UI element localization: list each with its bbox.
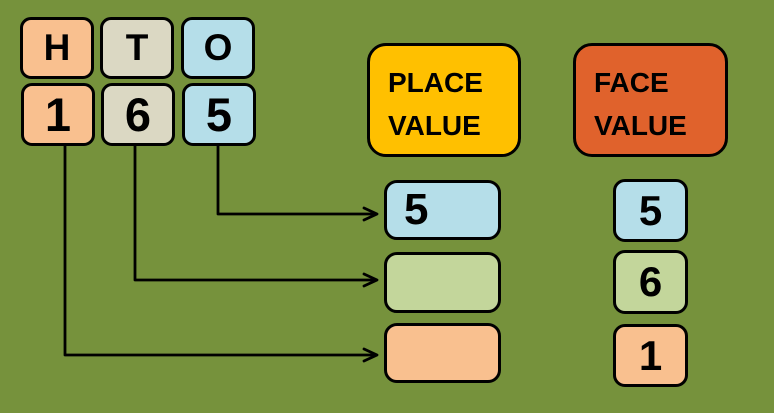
place-value-ones-label: 5 [404,185,429,234]
face-value-hundreds-label: 1 [638,331,663,379]
face-value-ones-label: 5 [638,186,663,234]
hto-letter-o: O [203,27,233,68]
place-value-box-hundreds [384,323,501,383]
hto-column-hundreds: H [20,17,94,79]
face-value-tens-label: 6 [638,258,663,305]
place-value-header-line1: PLACE [388,67,483,98]
place-value-box-tens [384,252,501,313]
face-value-box-hundreds: 1 [613,324,688,387]
digit-ones-label: 5 [205,88,233,141]
digit-box-hundreds: 1 [21,83,95,146]
digit-tens-label: 6 [124,88,152,141]
face-value-box-tens: 6 [613,250,688,314]
face-value-box-ones: 5 [613,179,688,242]
place-value-box-ones: 5 [384,180,501,240]
digit-box-ones: 5 [182,83,256,146]
arrow-tens-to-place-value [133,145,379,288]
arrow-ones-to-place-value [216,145,379,222]
arrow-hundreds-to-place-value [63,145,379,363]
hto-column-tens: T [100,17,174,79]
digit-box-tens: 6 [101,83,175,146]
face-value-header-line1: FACE [594,67,669,98]
place-value-header: PLACE VALUE [367,43,521,157]
hto-letter-t: T [125,27,149,68]
place-value-header-line2: VALUE [388,110,481,141]
face-value-header-line2: VALUE [594,110,687,141]
hto-column-ones: O [181,17,255,79]
digit-hundreds-label: 1 [44,88,72,141]
face-value-header: FACE VALUE [573,43,728,157]
hto-letter-h: H [43,27,71,68]
